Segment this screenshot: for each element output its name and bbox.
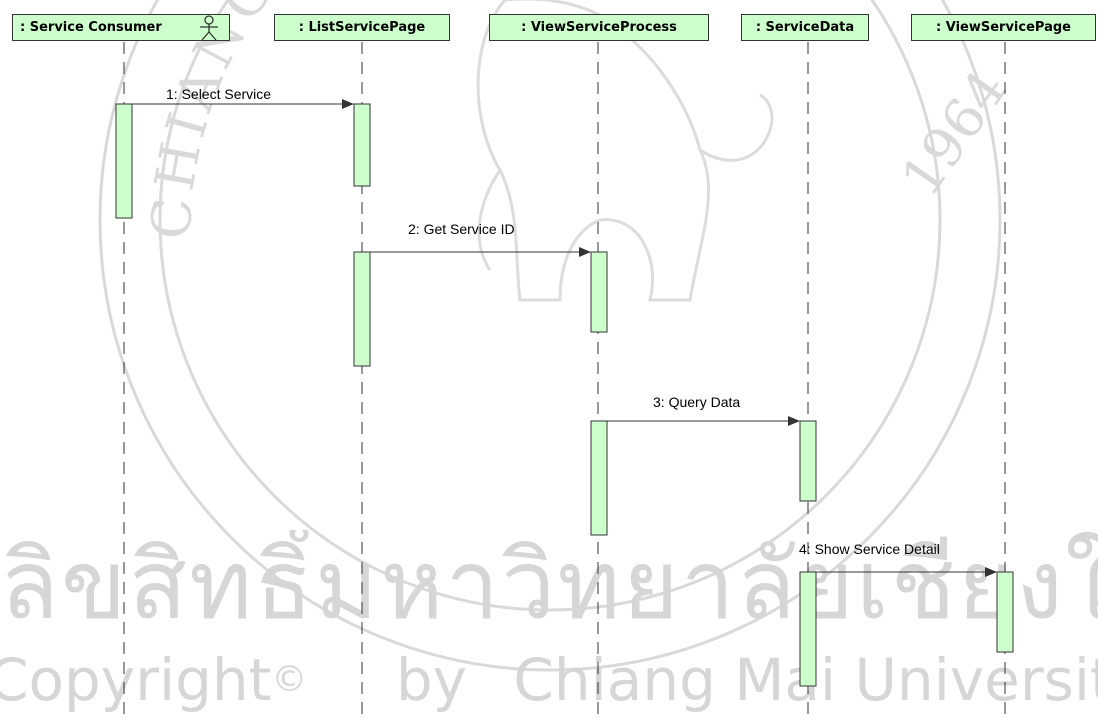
copyright-word: Copyright [0, 646, 272, 714]
message-4-label: 4: Show Service Detail [799, 541, 940, 557]
activation-list-service-page-1 [353, 103, 371, 187]
message-1-label: 1: Select Service [166, 86, 272, 102]
lifeline-label: : ListServicePage [298, 20, 426, 35]
activation-service-data-1 [799, 420, 817, 502]
lifeline-header-list-service-page[interactable]: : ListServicePage [274, 14, 450, 41]
lifeline-header-view-service-process[interactable]: : ViewServiceProcess [489, 14, 709, 41]
activation-view-service-process-2 [590, 420, 608, 536]
activation-view-service-process-1 [590, 251, 608, 333]
activation-view-service-page [996, 571, 1014, 653]
lifeline-label: : ViewServicePage [936, 20, 1071, 35]
thai-watermark-text: ลิขสิทธิ์มหาวิทยาลัยเชียงใหม่ [0, 530, 1098, 640]
message-2-label: 2: Get Service ID [408, 221, 515, 237]
activation-service-data-2 [799, 571, 817, 687]
copyright-by: by [395, 646, 467, 714]
message-3-label: 3: Query Data [653, 394, 741, 410]
actor-icon [200, 15, 218, 41]
lifeline-header-service-consumer[interactable]: : Service Consumer [12, 14, 230, 41]
activation-service-consumer [115, 103, 133, 219]
lifeline-label: : Service Consumer [20, 20, 162, 35]
lifeline-header-service-data[interactable]: : ServiceData [741, 14, 869, 41]
lifeline-label: : ViewServiceProcess [521, 20, 677, 35]
lifeline-header-view-service-page[interactable]: : ViewServicePage [911, 14, 1096, 41]
copyright-symbol: © [271, 659, 308, 700]
lifeline-label: : ServiceData [755, 20, 855, 35]
activation-list-service-page-2 [353, 251, 371, 367]
